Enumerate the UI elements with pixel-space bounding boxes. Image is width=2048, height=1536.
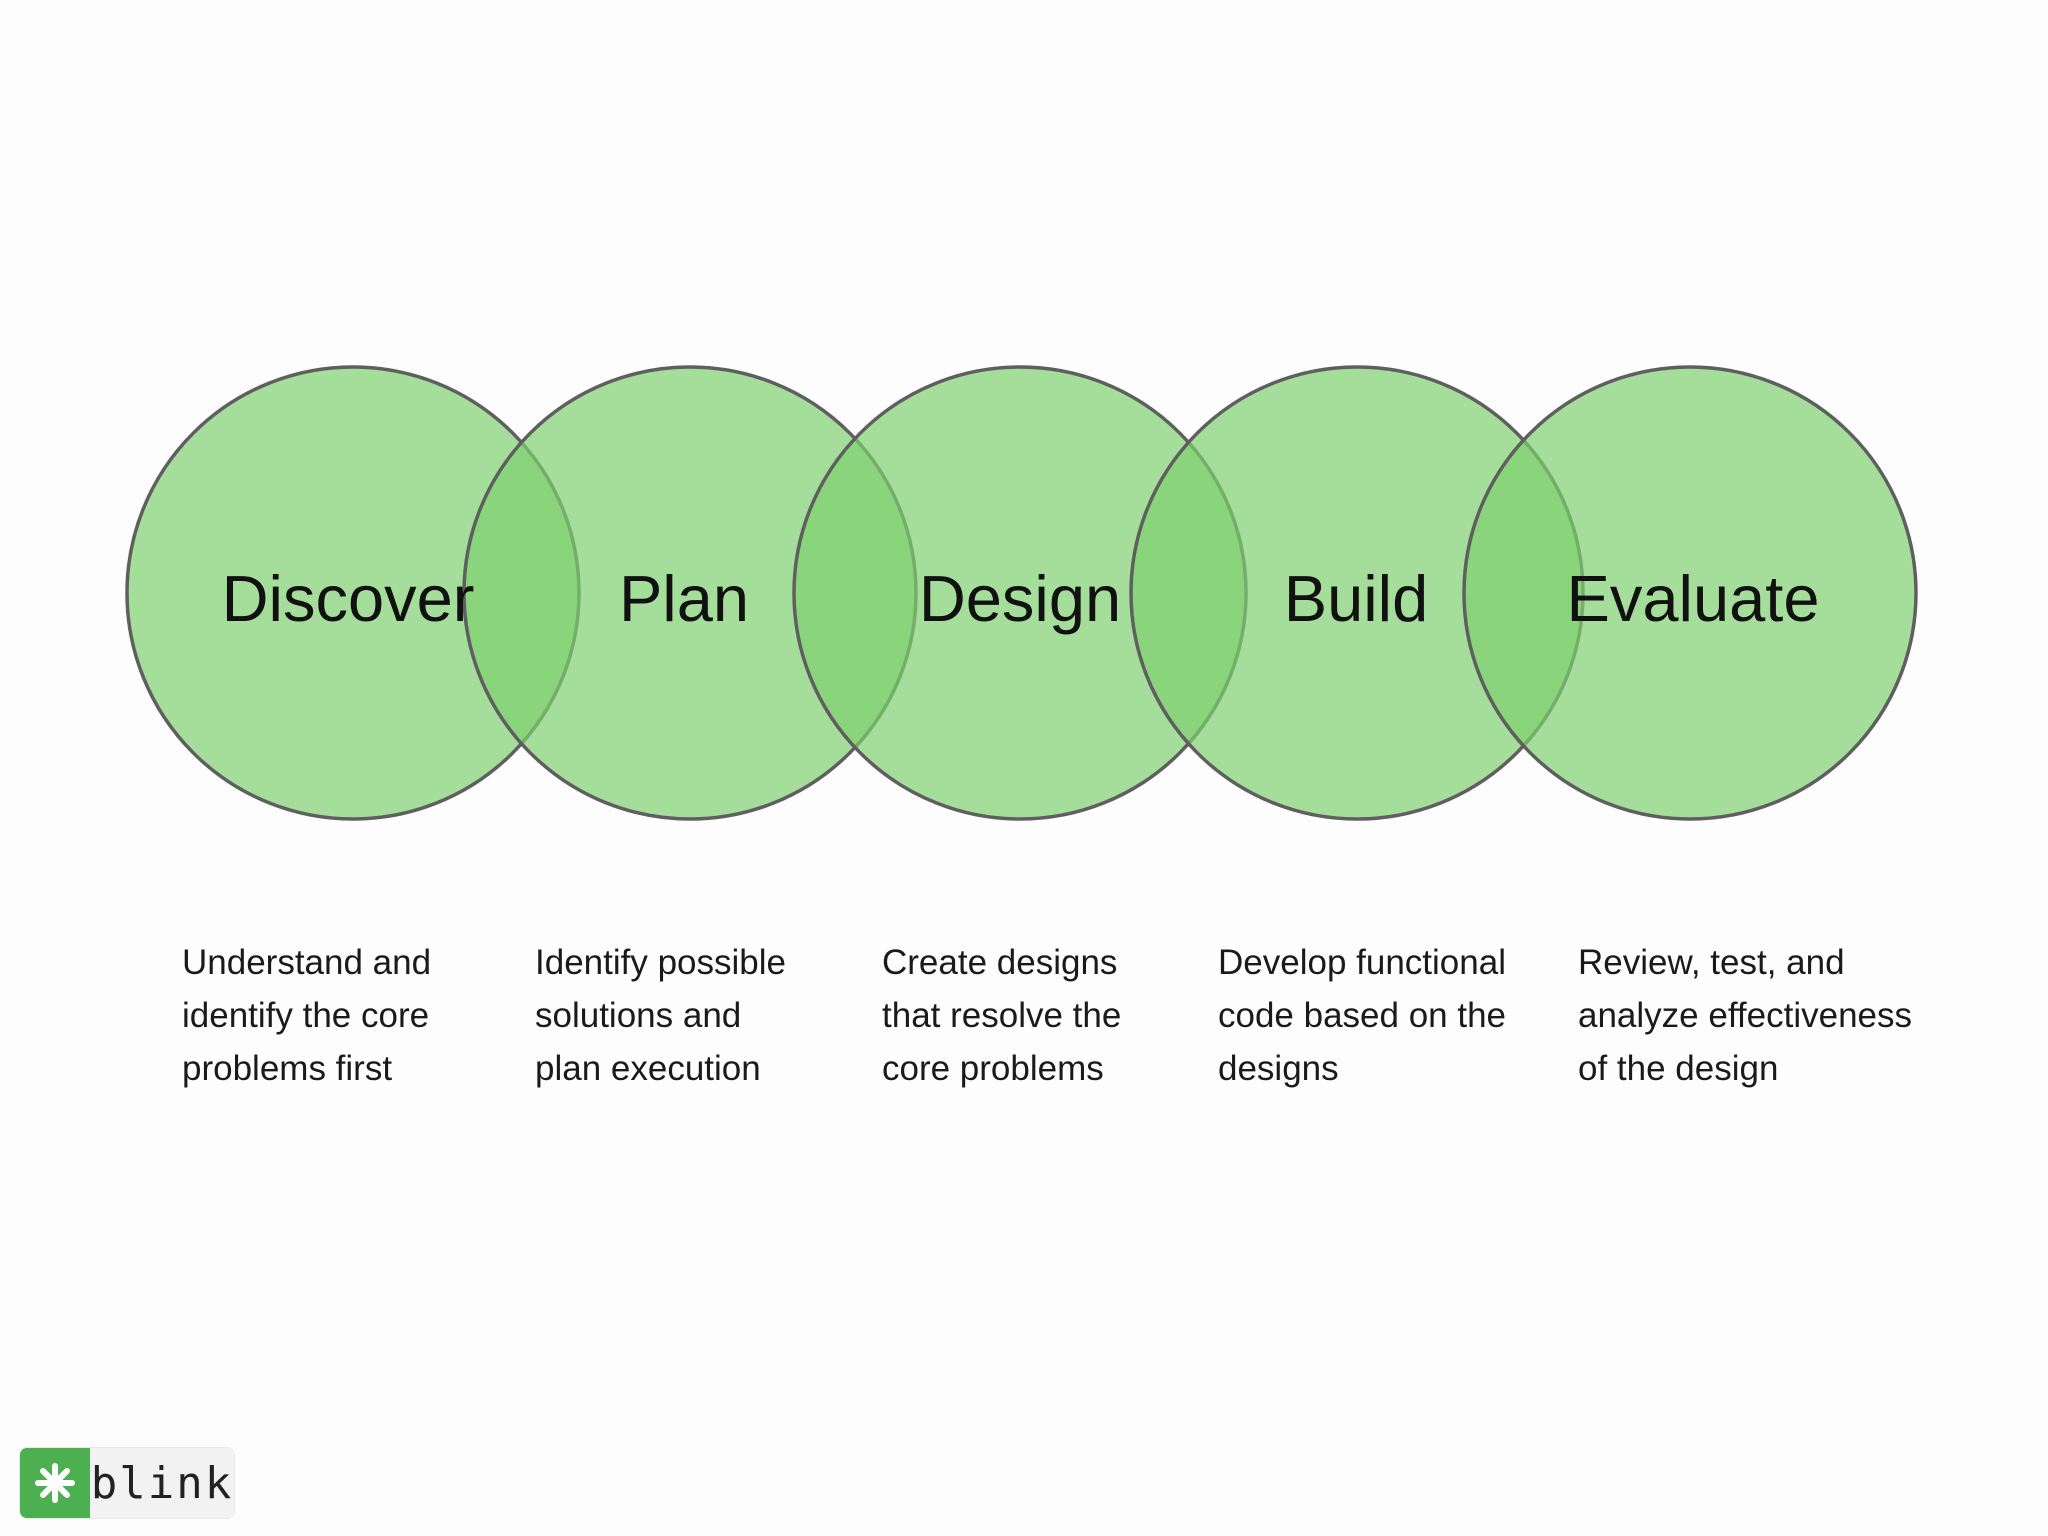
description-line: Create designs <box>882 943 1118 982</box>
description-line: solutions and <box>535 996 742 1035</box>
description-line: of the design <box>1578 1049 1779 1088</box>
blink-logo: blink <box>20 1448 234 1518</box>
stage-label-discover: Discover <box>222 562 475 635</box>
description-build: Develop functional code based on the des… <box>1218 936 1506 1095</box>
stage-label-build: Build <box>1284 562 1429 635</box>
description-line: that resolve the <box>882 996 1122 1035</box>
description-line: core problems <box>882 1049 1104 1088</box>
description-line: identify the core <box>182 996 430 1035</box>
stage-label-design: Design <box>919 562 1121 635</box>
description-line: analyze effectiveness <box>1578 996 1913 1035</box>
description-line: Identify possible <box>535 943 786 982</box>
description-line: problems first <box>182 1049 393 1088</box>
logo-wordmark: blink <box>90 1448 234 1518</box>
circle-evaluate <box>1462 365 1918 821</box>
description-line: Understand and <box>182 943 432 982</box>
stage-label-evaluate: Evaluate <box>1567 562 1820 635</box>
asterisk-flower-icon <box>20 1448 90 1518</box>
description-line: code based on the <box>1218 996 1507 1035</box>
stage-label-plan: Plan <box>619 562 749 635</box>
description-design: Create designs that resolve the core pro… <box>882 936 1121 1095</box>
description-evaluate: Review, test, and analyze effectiveness … <box>1578 936 1912 1095</box>
description-discover: Understand and identify the core problem… <box>182 936 431 1095</box>
description-line: plan execution <box>535 1049 761 1088</box>
description-plan: Identify possible solutions and plan exe… <box>535 936 786 1095</box>
description-line: Review, test, and <box>1578 943 1845 982</box>
description-line: designs <box>1218 1049 1339 1088</box>
description-line: Develop functional <box>1218 943 1506 982</box>
